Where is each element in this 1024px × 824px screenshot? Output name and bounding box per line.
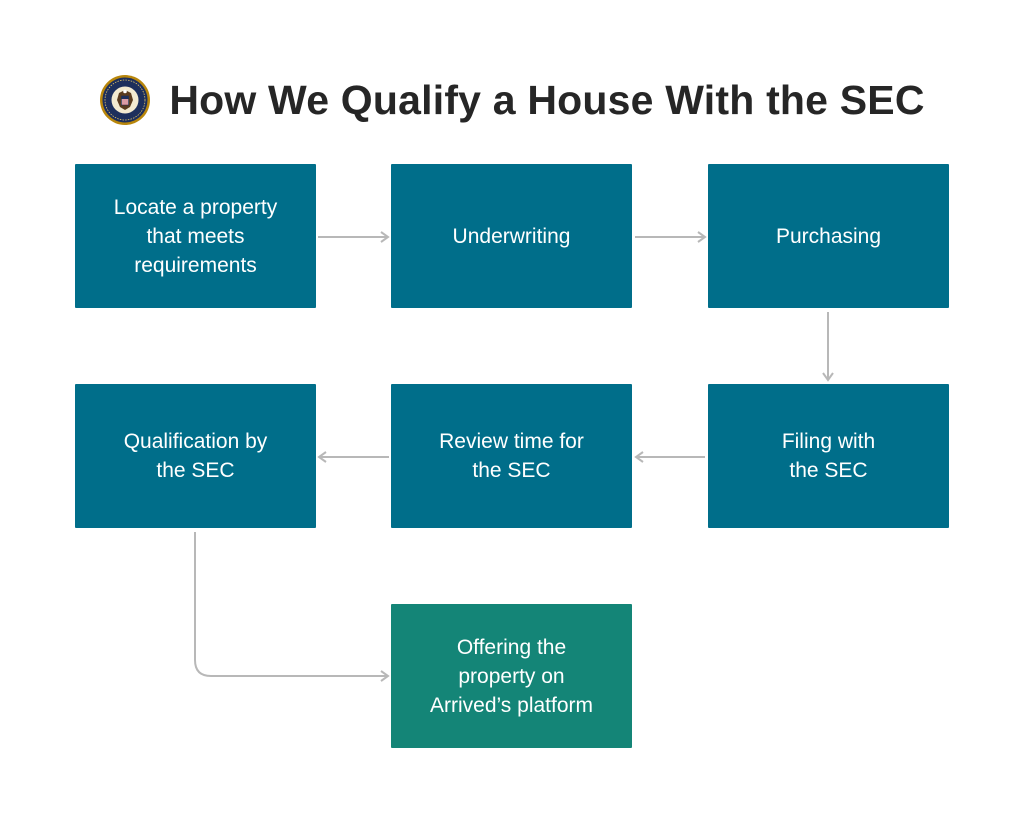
arrow-qualification-to-offering <box>194 532 390 682</box>
step-underwriting: Underwriting <box>391 164 632 308</box>
diagram-header: How We Qualify a House With the SEC <box>0 72 1024 128</box>
step-purchasing: Purchasing <box>708 164 949 308</box>
sec-seal-icon <box>100 75 151 125</box>
step-review-time: Review time for the SEC <box>391 384 632 528</box>
step-locate-property: Locate a property that meets requirement… <box>75 164 316 308</box>
step-filing-with-sec: Filing with the SEC <box>708 384 949 528</box>
step-offering: Offering the property on Arrived’s platf… <box>391 604 632 748</box>
step-qualification: Qualification by the SEC <box>75 384 316 528</box>
page-title: How We Qualify a House With the SEC <box>169 76 925 123</box>
